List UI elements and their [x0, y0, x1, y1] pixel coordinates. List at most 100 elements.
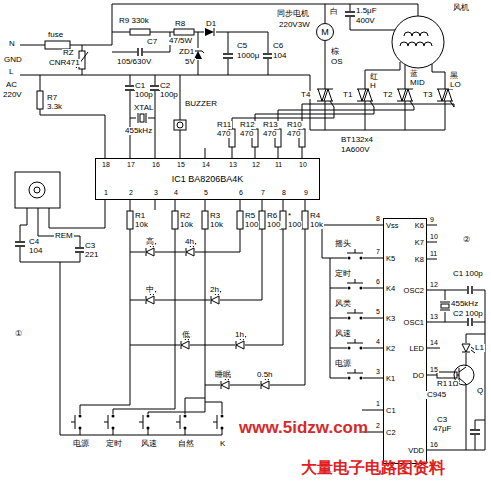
component-label: T2: [382, 91, 393, 99]
pin-number: 1: [375, 400, 381, 407]
pin-number: 9: [303, 189, 309, 196]
fan-motor-symbol: [392, 16, 444, 68]
resistor-symbol: [202, 211, 208, 229]
component-label: 蓝: [409, 70, 419, 78]
component-label: 100p: [464, 270, 484, 278]
ir-receiver-symbol: [29, 182, 45, 198]
pin-number: 6: [238, 189, 244, 196]
component-label: GND: [3, 56, 23, 64]
component-label: 455kHz: [124, 127, 153, 135]
component-label: 100: [244, 221, 259, 229]
component-label: D1: [205, 20, 217, 28]
ir-receiver-symbol: [15, 172, 60, 208]
pin-name: DO: [413, 372, 424, 380]
component-label: L1: [474, 344, 485, 352]
component-label: 同步电机: [276, 10, 310, 18]
pin-number: 3: [153, 189, 159, 196]
component-label: 4h: [184, 238, 195, 246]
pin-number: 1: [103, 189, 109, 196]
component-label: R9 330k: [118, 17, 150, 25]
component-label: 47/5W: [168, 37, 193, 45]
resistor-symbol: [127, 211, 133, 229]
pin-number: 15: [429, 366, 439, 373]
component-label: T4: [300, 91, 311, 99]
component-label: 中: [145, 286, 155, 294]
component-label: 10k: [209, 221, 224, 229]
component-label: 100p: [134, 91, 154, 99]
pin-number: 9: [429, 216, 435, 223]
component-label: C4: [28, 238, 40, 246]
component-label: R4: [309, 212, 321, 220]
component-label: 睡眠: [214, 371, 232, 379]
capacitor-symbol: [137, 47, 143, 57]
pin-number: 14: [201, 161, 211, 168]
component-label: XTAL: [133, 104, 154, 112]
buzzer-symbol: [177, 122, 183, 128]
pin-name: K5: [386, 255, 395, 263]
component-label: K: [219, 440, 226, 448]
button-symbol: [347, 309, 363, 321]
fuse-symbol: [45, 41, 70, 49]
button-symbol: [139, 415, 152, 430]
wire: [232, 104, 454, 158]
triac-symbol: [397, 89, 414, 107]
capacitor-symbol: [467, 317, 473, 327]
button-symbol: [104, 415, 117, 430]
component-label: N: [8, 40, 16, 48]
led-symbol: [461, 343, 475, 353]
component-label: AC: [5, 81, 18, 89]
wire: [427, 225, 485, 450]
component-label: 5V: [184, 58, 196, 66]
ir-receiver-symbol: [15, 172, 60, 208]
component-label: RZ: [62, 49, 75, 57]
component-label: 221: [84, 251, 99, 259]
component-label: 3.3k: [46, 103, 63, 111]
crystal-symbol: [136, 112, 148, 124]
pin-name: C1: [386, 407, 396, 415]
component-label: 100: [266, 221, 281, 229]
component-label: 105/630V: [116, 58, 152, 66]
capacitor-symbol: [15, 241, 25, 247]
pin-number: 17: [126, 161, 136, 168]
pin-name: K1: [386, 375, 395, 383]
component-label: 风速: [140, 440, 158, 448]
button-symbol: [347, 369, 363, 381]
component-label: ②: [462, 236, 471, 244]
component-label: T3: [422, 91, 433, 99]
component-label: 电源: [334, 360, 352, 368]
pin-number: 6: [375, 278, 381, 285]
pin-number: 13: [429, 313, 439, 320]
component-label: R10: [286, 121, 303, 129]
button-symbol: [71, 249, 363, 430]
fan-motor-symbol: [400, 32, 432, 46]
watermark: 大量电子电路图资料: [300, 458, 446, 479]
component-label: 定时: [105, 440, 123, 448]
component-label: *: [287, 212, 292, 220]
capacitor-symbol: [470, 429, 480, 435]
triac-symbol: [437, 89, 454, 107]
ic-box: VssK5K4K3K2K1C1C2K6K7K8OSC2OSC1LEDDOVDD: [383, 218, 427, 464]
pin-number: 11: [429, 250, 438, 257]
component-label: C1: [134, 82, 146, 90]
component-label: R6: [266, 212, 278, 220]
component-label: R3: [209, 212, 221, 220]
motor-circle: M: [316, 23, 334, 41]
component-label: 104: [28, 247, 43, 255]
component-label: R12: [239, 121, 256, 129]
pin-number: 5: [375, 308, 381, 315]
component-label: 风速: [334, 330, 352, 338]
pin-number: 13: [228, 161, 238, 168]
component-label: BUZZER: [184, 100, 218, 108]
wire: [80, 200, 305, 435]
component-label: fuse: [47, 31, 64, 39]
buzzer-symbol: [174, 120, 186, 130]
pin-number: 15: [176, 161, 186, 168]
pin-name: LED: [409, 345, 424, 353]
pin-name: K4: [386, 285, 395, 293]
component-label: 低: [181, 331, 191, 339]
component-label: 1h: [234, 331, 245, 339]
fuse-symbol: [45, 41, 70, 49]
button-symbol: [347, 279, 363, 291]
component-label: 400V: [355, 17, 376, 25]
component-label: 455kHz: [450, 300, 479, 308]
